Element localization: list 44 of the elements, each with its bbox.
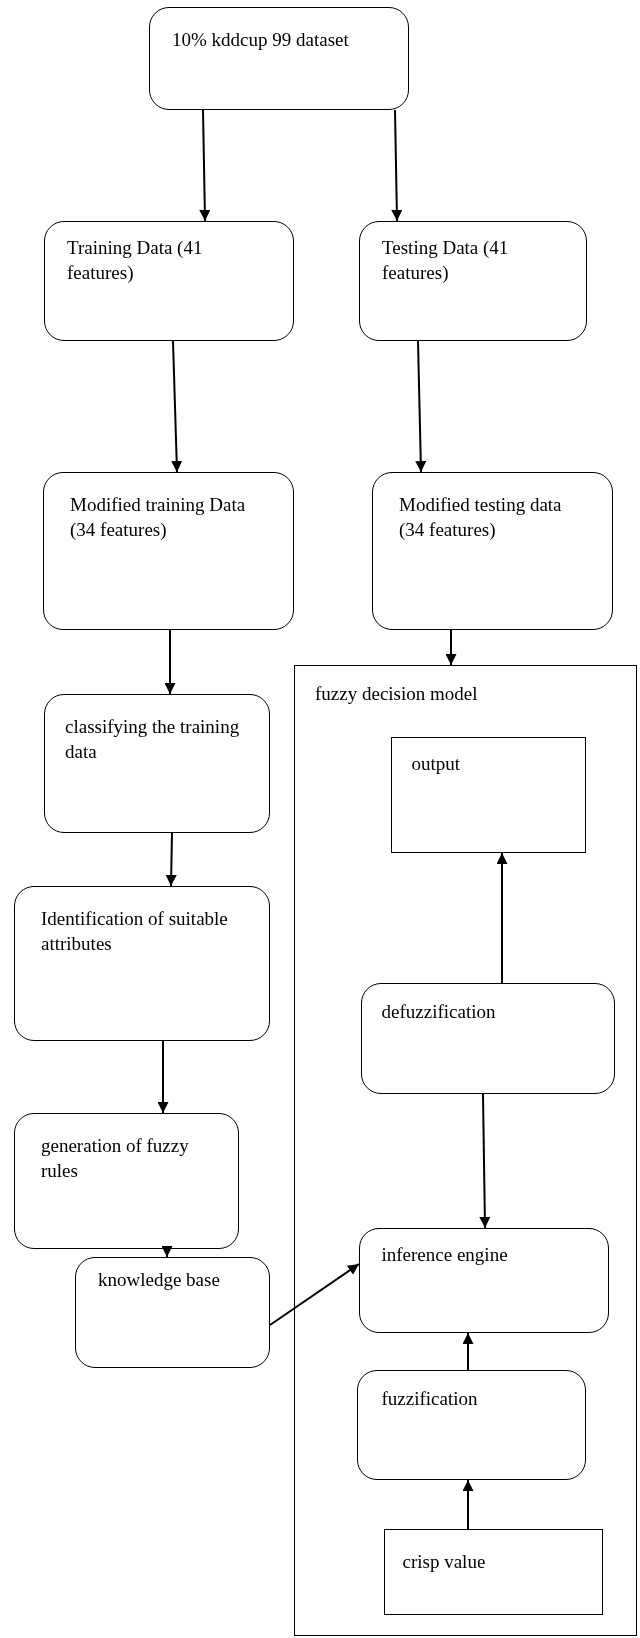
process-box <box>358 1227 609 1333</box>
arrow <box>496 852 508 984</box>
rectangle-box <box>383 1528 603 1615</box>
process-box <box>149 7 409 110</box>
box-label: defuzzification <box>381 999 497 1024</box>
rectangle-box <box>294 665 637 1636</box>
box-label: Modified training Data (34 features) <box>70 493 247 542</box>
box-label: crisp value <box>402 1549 487 1574</box>
arrow <box>269 1263 360 1326</box>
box-label: Modified testing data (34 features) <box>399 493 563 542</box>
process-box <box>14 1113 239 1249</box>
arrow <box>199 109 211 222</box>
box-label: inference engine <box>381 1242 509 1267</box>
arrow <box>165 832 177 887</box>
box-label: 10% kddcup 99 dataset <box>172 28 350 52</box>
box-label: Identification of suitable attributes <box>41 907 229 956</box>
rectangle-box <box>390 736 586 853</box>
process-box <box>44 694 270 833</box>
process-box <box>359 221 587 341</box>
arrow <box>164 629 176 695</box>
process-box <box>75 1257 270 1368</box>
arrow <box>161 1246 173 1258</box>
process-box <box>14 886 270 1041</box>
box-label: output <box>411 751 462 776</box>
arrow <box>157 1040 169 1114</box>
box-label: knowledge base <box>98 1268 221 1292</box>
process-box <box>44 221 294 341</box>
process-box <box>372 472 613 630</box>
box-label: Training Data (41 features) <box>67 236 204 285</box>
arrow <box>171 340 183 473</box>
arrow <box>479 1093 491 1229</box>
arrow <box>391 109 403 222</box>
arrow <box>462 1332 474 1371</box>
box-label: classifying the training data <box>65 715 241 764</box>
arrow <box>445 629 457 666</box>
box-label: fuzzy decision model <box>315 682 479 706</box>
arrow <box>415 340 427 473</box>
process-box <box>360 982 615 1094</box>
process-box <box>43 472 294 630</box>
arrow <box>462 1479 474 1530</box>
box-label: generation of fuzzy rules <box>41 1134 190 1183</box>
process-box <box>356 1369 586 1480</box>
box-label: Testing Data (41 features) <box>382 236 510 285</box>
box-label: fuzzification <box>381 1386 479 1411</box>
